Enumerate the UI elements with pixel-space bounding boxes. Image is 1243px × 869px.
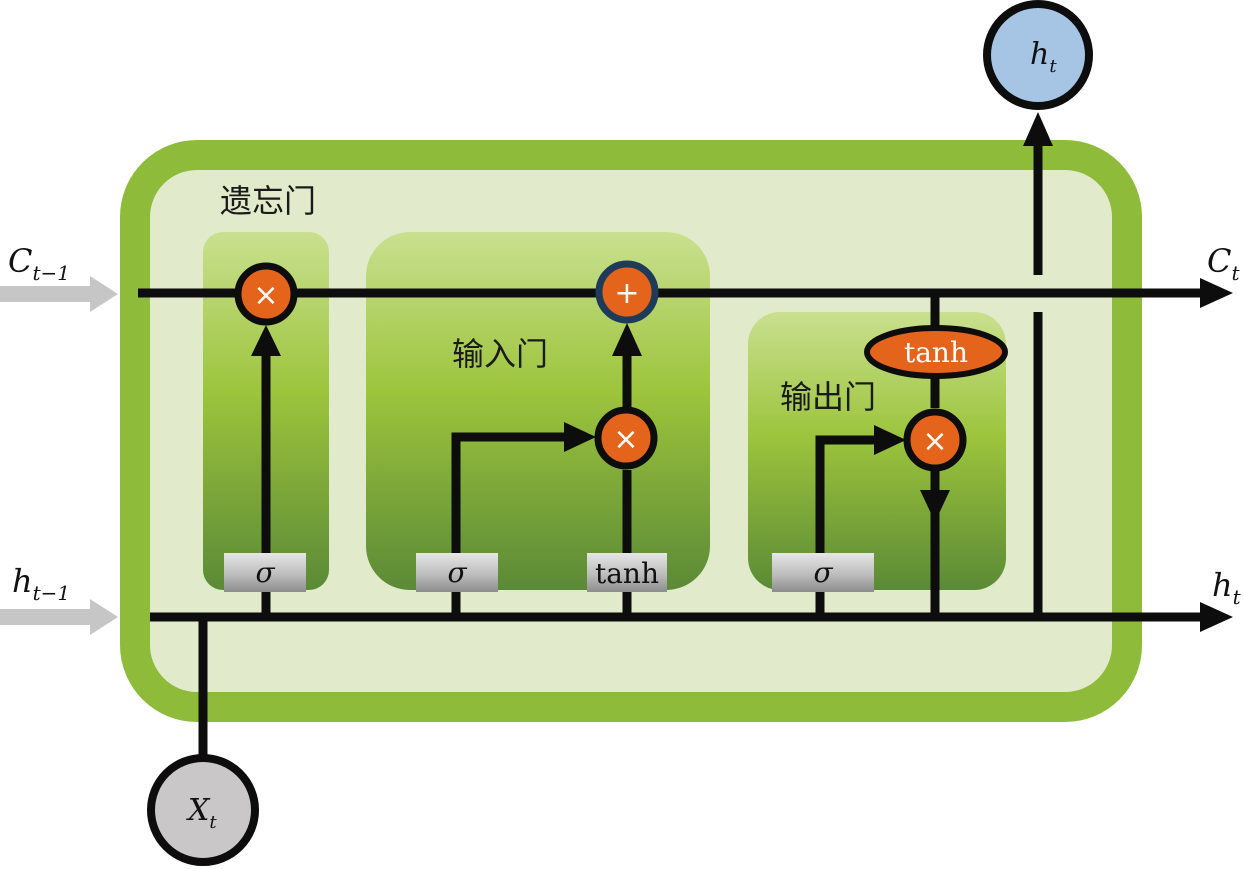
svg-text:ht: ht (1030, 37, 1057, 77)
input-add-arrowhead (612, 323, 642, 356)
output-sigma-box: σ (772, 553, 874, 592)
input-gate-panel (366, 232, 710, 590)
h-out-label-base: h (1212, 566, 1233, 604)
forget-multiply-node: × (234, 262, 298, 326)
cell-add-node: + (595, 260, 659, 324)
input-sigma-arrowhead (564, 422, 596, 452)
svg-text:Xt: Xt (186, 793, 217, 833)
output-multiply-symbol: × (922, 424, 947, 459)
input-multiply-node: × (594, 406, 658, 470)
svg-text:ht−1: ht−1 (12, 562, 70, 605)
output-tanh-node: tanh (864, 325, 1008, 379)
c-out-label-sub: t (1231, 261, 1240, 285)
input-sigma-label: σ (447, 556, 467, 589)
output-sigma-arrowhead (874, 425, 906, 455)
svg-text:Ct: Ct (1207, 242, 1240, 285)
cell-add-symbol: + (614, 276, 639, 311)
forget-multiply-symbol: × (253, 278, 278, 313)
h-output-node: ht (983, 0, 1093, 110)
svg-text:ht: ht (1212, 566, 1242, 609)
h-output-node-base: h (1030, 37, 1049, 72)
cell-state-output-arrowhead (1200, 278, 1233, 308)
output-gate-title: 输出门 (780, 378, 876, 416)
hidden-state-output-arrowhead (1200, 602, 1233, 632)
input-tanh-label: tanh (595, 557, 659, 590)
cell-state-input-arrow (0, 276, 118, 312)
x-input-node-sub: t (209, 812, 217, 833)
input-multiply-symbol: × (613, 422, 638, 457)
c-out-label-base: C (1207, 242, 1231, 280)
output-tanh-label: tanh (904, 336, 968, 369)
h-prev-label-base: h (12, 562, 33, 600)
h-output-node-sub: t (1049, 56, 1057, 77)
x-input-node-base: X (186, 793, 211, 828)
hidden-state-input-arrow (0, 599, 118, 635)
output-down-arrowhead (920, 490, 950, 522)
c-prev-label-base: C (8, 242, 32, 280)
forget-sigma-label: σ (255, 556, 275, 589)
svg-text:Ct−1: Ct−1 (8, 242, 70, 285)
output-multiply-node: × (903, 408, 967, 472)
h-prev-label-sub: t−1 (33, 581, 71, 605)
forget-sigma-box: σ (224, 553, 306, 592)
input-sigma-box: σ (416, 553, 498, 592)
input-tanh-box: tanh (587, 553, 667, 592)
forget-gate-title: 遗忘门 (220, 182, 316, 220)
x-input-node: Xt (147, 754, 259, 866)
input-gate-title: 输入门 (452, 335, 548, 373)
h-out-label-sub: t (1233, 585, 1242, 609)
output-sigma-label: σ (813, 556, 833, 589)
forget-gate-arrowhead (251, 325, 281, 356)
c-prev-label-sub: t−1 (32, 261, 70, 285)
h-up-arrowhead (1023, 112, 1053, 146)
